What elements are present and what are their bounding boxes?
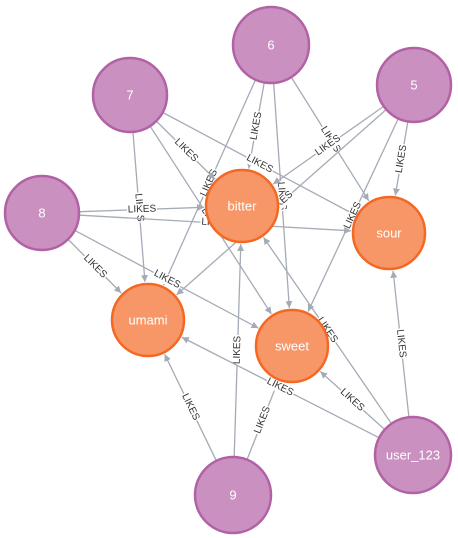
node-label: 9 (229, 488, 236, 503)
edge-label: LIKES (179, 392, 201, 423)
node-label: umami (128, 313, 167, 328)
edge-label-background (243, 152, 276, 176)
edge-9-sweet[interactable]: LIKES (246, 381, 279, 459)
node-circle[interactable] (3, 174, 81, 252)
node-label: user_123 (386, 448, 440, 463)
node-circle[interactable] (204, 168, 280, 244)
edge-label: LIKES (252, 405, 273, 436)
node-sour[interactable]: sour (351, 195, 427, 271)
edge-label: LIKES (394, 144, 410, 174)
edge-label: LIKES (81, 253, 109, 281)
node-circle[interactable] (110, 282, 186, 358)
edge-label-background (252, 404, 274, 437)
nodes-layer: 6 7 5 8 9 user_123 bitter sour umami sweet (3, 5, 453, 535)
edge-5-bitter[interactable]: LIKES (272, 106, 384, 185)
edge-label: LIKES (172, 137, 200, 165)
node-circle[interactable] (375, 46, 453, 124)
edge-user_123-sweet[interactable]: LIKES (319, 370, 385, 430)
node-circle[interactable] (254, 308, 330, 384)
edge-label: LIKES (232, 335, 244, 364)
edge-label: LIKES (128, 203, 157, 215)
node-label: 8 (38, 206, 45, 221)
node-label: sour (376, 226, 402, 241)
node-7[interactable]: 7 (91, 56, 169, 134)
edge-label-background (264, 375, 296, 399)
edge-5-sour[interactable]: LIKES (393, 122, 410, 196)
node-label: 7 (126, 88, 133, 103)
node-label: 6 (267, 38, 274, 53)
edge-label: LIKES (394, 329, 408, 359)
node-sweet[interactable]: sweet (254, 308, 330, 384)
edge-label: LIKES (248, 111, 264, 141)
node-5[interactable]: 5 (375, 46, 453, 124)
node-6[interactable]: 6 (231, 5, 311, 85)
edge-label-background (178, 391, 202, 423)
edge-label-background (151, 267, 183, 292)
edge-label-background (126, 203, 158, 216)
node-label: 5 (410, 78, 417, 93)
node-umami[interactable]: umami (110, 282, 186, 358)
node-circle[interactable] (91, 56, 169, 134)
node-label: bitter (228, 199, 258, 214)
edge-label-background (337, 386, 367, 415)
edge-label-background (80, 251, 110, 282)
edge-9-umami[interactable]: LIKES (164, 353, 217, 461)
node-circle[interactable] (373, 415, 453, 495)
edge-label-background (248, 110, 265, 142)
edges-layer: LIKES LIKES LIKES LIKES LIKES LIKES LIKES LIKES… (68, 77, 410, 461)
edge-label-background (393, 327, 409, 360)
edge-label-background (312, 132, 344, 159)
node-8[interactable]: 8 (3, 174, 81, 252)
edge-label-background (231, 334, 244, 366)
edge-label-background (171, 136, 201, 165)
node-user_123[interactable]: user_123 (373, 415, 453, 495)
node-circle[interactable] (351, 195, 427, 271)
edge-label-background (393, 143, 410, 175)
node-bitter[interactable]: bitter (204, 168, 280, 244)
edge-9-bitter[interactable]: LIKES (231, 243, 245, 457)
edge-user_123-sour[interactable]: LIKES (390, 270, 410, 417)
node-circle[interactable] (231, 5, 311, 85)
edge-label-background (341, 199, 365, 232)
edge-8-bitter[interactable]: LIKES (79, 203, 205, 216)
node-label: sweet (275, 339, 309, 354)
edge-8-umami[interactable]: LIKES (68, 239, 122, 294)
edge-label: LIKES (338, 387, 367, 414)
node-9[interactable]: 9 (193, 455, 273, 535)
node-circle[interactable] (193, 455, 273, 535)
